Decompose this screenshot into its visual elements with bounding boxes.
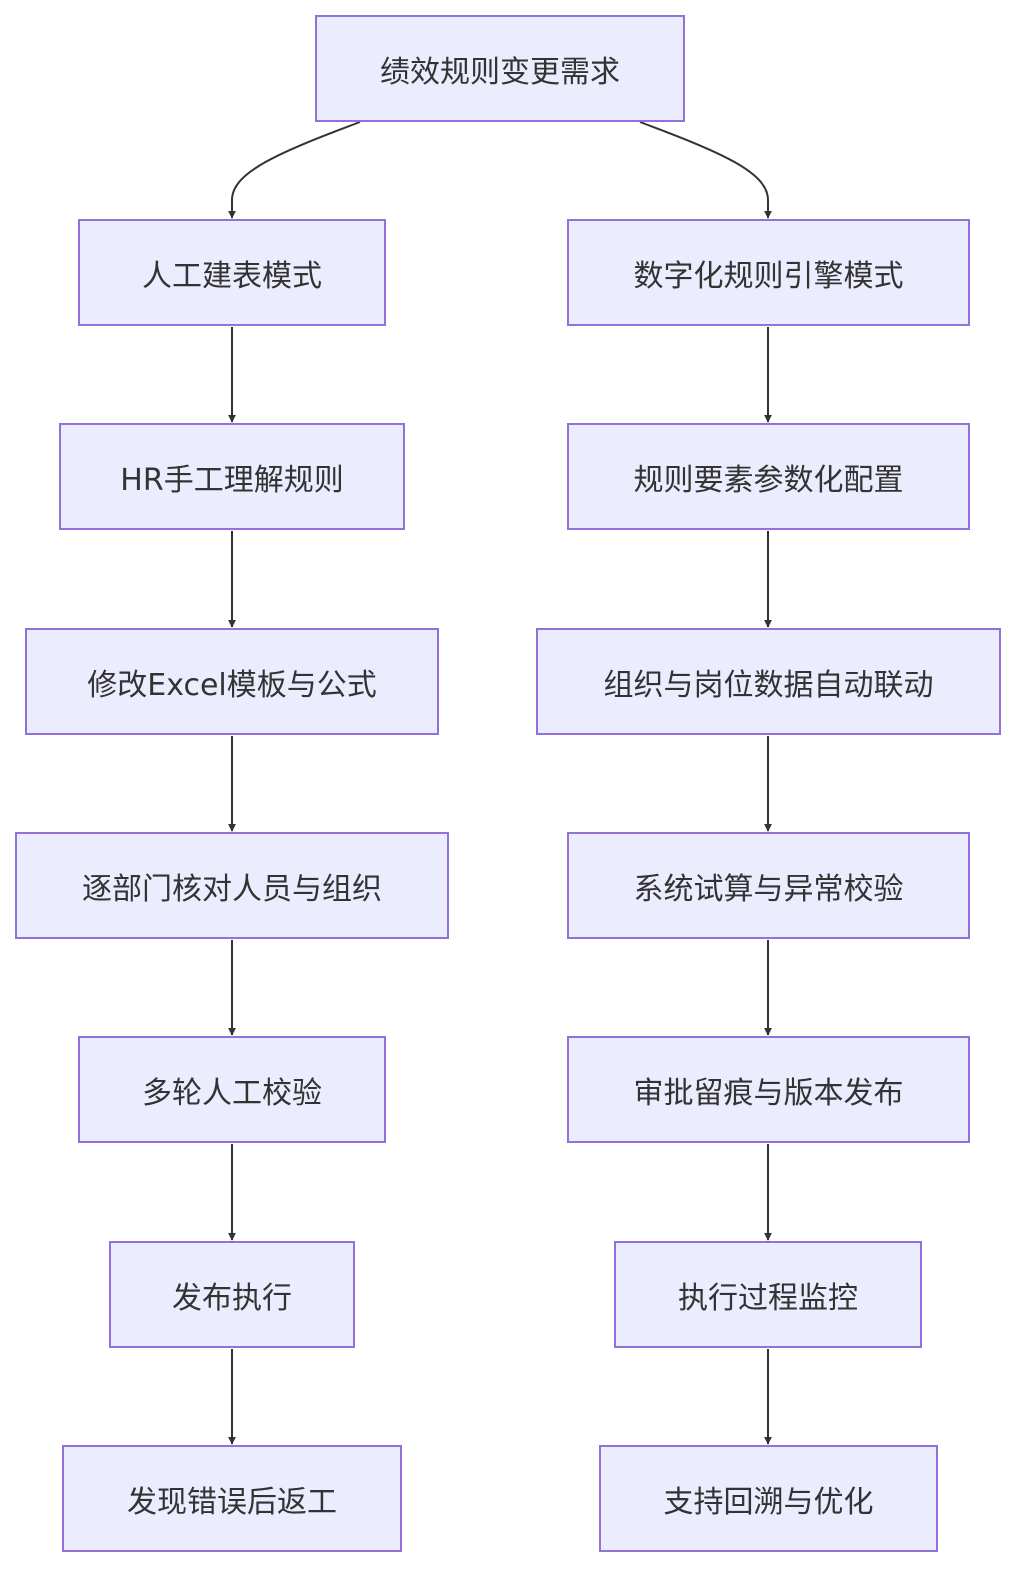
node-manual-excel: 修改Excel模板与公式 — [25, 628, 439, 735]
node-root-label: 绩效规则变更需求 — [380, 54, 620, 90]
node-manual-understand-label: HR手工理解规则 — [120, 462, 344, 498]
node-manual-verify-label: 多轮人工校验 — [142, 1075, 322, 1111]
node-digital-params-label: 规则要素参数化配置 — [633, 462, 904, 498]
node-digital-link-label: 组织与岗位数据自动联动 — [603, 667, 934, 703]
edge-root-to-manual-mode — [228, 121, 361, 219]
node-manual-understand: HR手工理解规则 — [59, 423, 405, 530]
node-digital-trace-label: 支持回溯与优化 — [663, 1484, 874, 1520]
edge-root-to-digital-mode — [639, 121, 772, 219]
node-digital-link: 组织与岗位数据自动联动 — [536, 628, 1001, 735]
node-manual-publish: 发布执行 — [109, 1241, 355, 1348]
node-digital-approve-label: 审批留痕与版本发布 — [633, 1075, 904, 1111]
node-digital-mode: 数字化规则引擎模式 — [567, 219, 970, 326]
node-manual-rework: 发现错误后返工 — [62, 1445, 402, 1552]
node-manual-mode-label: 人工建表模式 — [142, 258, 322, 294]
node-manual-excel-label: 修改Excel模板与公式 — [87, 667, 377, 703]
node-manual-publish-label: 发布执行 — [172, 1280, 292, 1316]
node-manual-check: 逐部门核对人员与组织 — [15, 832, 449, 939]
node-digital-monitor: 执行过程监控 — [614, 1241, 922, 1348]
node-manual-check-label: 逐部门核对人员与组织 — [82, 871, 382, 907]
node-digital-params: 规则要素参数化配置 — [567, 423, 970, 530]
node-digital-trial: 系统试算与异常校验 — [567, 832, 970, 939]
node-digital-mode-label: 数字化规则引擎模式 — [633, 258, 904, 294]
node-digital-approve: 审批留痕与版本发布 — [567, 1036, 970, 1143]
node-digital-trial-label: 系统试算与异常校验 — [633, 871, 904, 907]
node-digital-trace: 支持回溯与优化 — [599, 1445, 938, 1552]
node-manual-mode: 人工建表模式 — [78, 219, 386, 326]
node-root: 绩效规则变更需求 — [315, 15, 685, 122]
node-digital-monitor-label: 执行过程监控 — [678, 1280, 858, 1316]
node-manual-rework-label: 发现错误后返工 — [127, 1484, 337, 1520]
node-manual-verify: 多轮人工校验 — [78, 1036, 386, 1143]
